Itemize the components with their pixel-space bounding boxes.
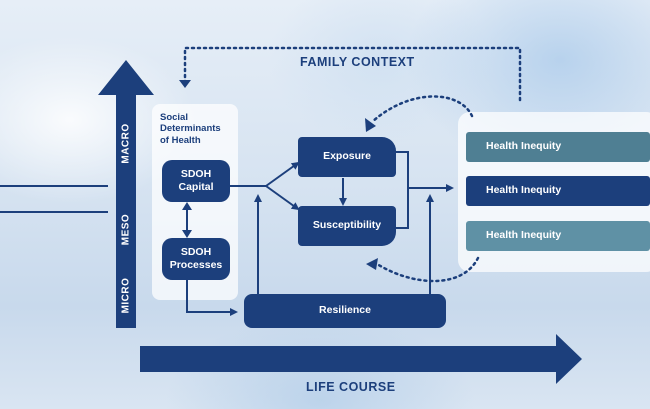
level-arrow <box>98 60 154 328</box>
level-label-meso: MESO <box>120 213 132 246</box>
feedback-arc-bottom <box>372 256 480 283</box>
health-inequity-bar-3: Health Inequity <box>466 221 650 251</box>
fork-to-exposure <box>265 161 300 187</box>
susceptibility-box: Susceptibility <box>298 206 396 246</box>
life-course-label: LIFE COURSE <box>306 380 396 394</box>
exposure-right <box>396 151 409 188</box>
family-context-arrowhead <box>179 80 191 88</box>
susceptibility-right <box>396 188 409 229</box>
feedback-arc-top <box>370 95 474 124</box>
sdoh-processes-box: SDOH Processes <box>162 238 230 280</box>
resilience-box: Resilience <box>244 294 446 328</box>
health-inequity-bar-2: Health Inequity <box>466 176 650 206</box>
family-context-label: FAMILY CONTEXT <box>300 55 415 69</box>
sdoh-capital-box: SDOH Capital <box>162 160 230 202</box>
level-label-macro: MACRO <box>120 123 132 164</box>
level-label-micro: MICRO <box>120 277 132 314</box>
sdoh-panel-title: Social Determinants of Health <box>160 112 221 146</box>
processes-to-resilience <box>186 278 238 316</box>
exposure-box: Exposure <box>298 137 396 177</box>
family-context-loop <box>183 46 522 102</box>
life-course-arrow <box>140 334 582 384</box>
fork-to-susceptibility <box>265 185 300 211</box>
health-inequity-bar-1: Health Inequity <box>466 132 650 162</box>
